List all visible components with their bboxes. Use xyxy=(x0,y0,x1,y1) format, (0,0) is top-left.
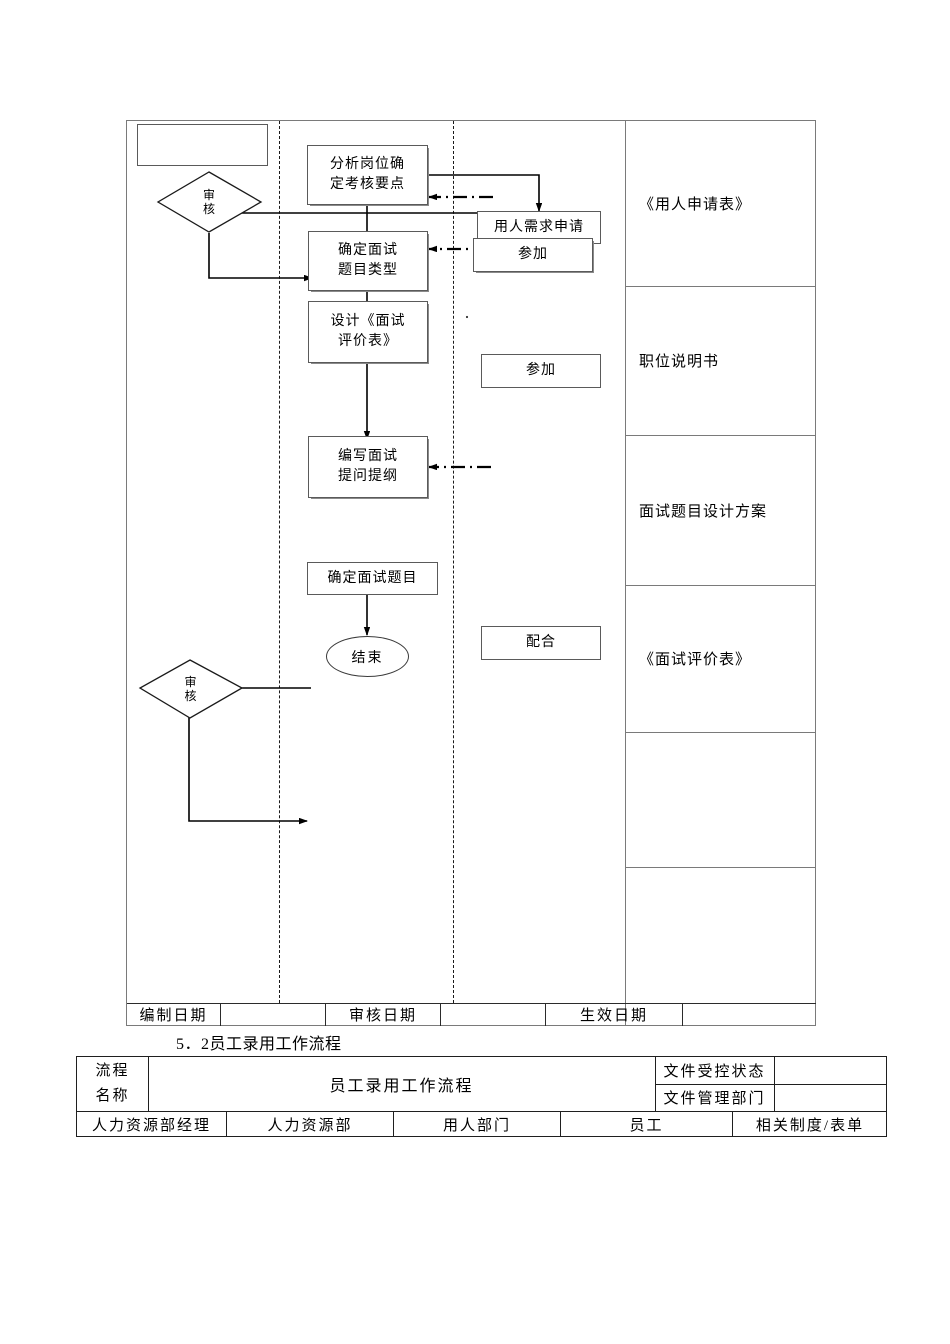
process-question-type-line1: 确定面试 xyxy=(338,243,398,258)
form-cell-4-label: 《面试评价表》 xyxy=(639,652,752,668)
process-analyze-position-line1: 分析岗位确 xyxy=(330,157,405,172)
info-column-hr-dept: 人力资源部 xyxy=(227,1111,394,1137)
info-vline-1 xyxy=(148,1057,149,1111)
process-question-type[interactable]: 确定面试 题目类型 xyxy=(308,231,428,291)
info-process-name: 员工录用工作流程 xyxy=(148,1057,655,1111)
footer-row: 编制日期 审核日期 生效日期 xyxy=(127,1003,816,1026)
section-caption: 5．2员工录用工作流程 xyxy=(176,1036,342,1053)
info-column-hr-manager-text: 人力资源部经理 xyxy=(91,1117,211,1134)
footer-cell-prepare-date-value[interactable] xyxy=(221,1003,326,1026)
info-column-using-dept-text: 用人部门 xyxy=(442,1117,511,1134)
info-control-status-label: 文件受控状态 xyxy=(655,1057,774,1084)
decision-review-2[interactable]: 审 核 xyxy=(138,659,244,719)
footer-review-date-label-text: 审核日期 xyxy=(348,1008,417,1024)
process-attend-1[interactable]: 参加 xyxy=(473,238,593,272)
lane-divider-2 xyxy=(453,121,454,1003)
process-analyze-position[interactable]: 分析岗位确 定考核要点 xyxy=(307,145,428,205)
info-process-label: 流程 名称 xyxy=(77,1057,148,1111)
info-column-related-docs-text: 相关制度/表单 xyxy=(755,1117,865,1134)
info-hline-row xyxy=(77,1111,887,1112)
footer-prepare-date-label-text: 编制日期 xyxy=(139,1008,208,1024)
forms-row-divider-1 xyxy=(625,286,816,287)
process-confirm-questions-label: 确定面试题目 xyxy=(327,570,418,586)
process-confirm-questions[interactable]: 确定面试题目 xyxy=(307,562,438,595)
diamond-shape-2 xyxy=(138,659,244,719)
info-hline-status xyxy=(655,1084,887,1085)
process-design-eval-form-line2: 评价表》 xyxy=(338,334,398,349)
form-cell-1-label: 《用人申请表》 xyxy=(639,197,752,213)
footer-cell-effective-date-label: 生效日期 xyxy=(546,1003,683,1026)
info-control-status-value[interactable] xyxy=(774,1057,887,1084)
info-column-header-row: 人力资源部经理 人力资源部 用人部门 员工 相关制度/表单 xyxy=(77,1111,887,1137)
process-attend-1-label: 参加 xyxy=(518,247,548,262)
form-cell-3: 面试题目设计方案 xyxy=(625,435,816,585)
info-process-label-line1: 流程 xyxy=(95,1063,130,1079)
info-manage-dept-value[interactable] xyxy=(774,1084,887,1111)
terminator-end-label: 结束 xyxy=(351,650,384,666)
footer-effective-date-label-text: 生效日期 xyxy=(579,1008,648,1024)
forms-column-divider xyxy=(625,121,626,1026)
forms-row-divider-3 xyxy=(625,585,816,586)
form-cell-4: 《面试评价表》 xyxy=(625,585,816,732)
form-cell-5 xyxy=(625,732,816,867)
info-column-hr-manager: 人力资源部经理 xyxy=(77,1111,227,1137)
process-write-outline-line2: 提问提纲 xyxy=(338,469,398,484)
process-cooperate-label: 配合 xyxy=(526,635,556,650)
footer-top-border xyxy=(127,1003,816,1004)
lane-divider-1 xyxy=(279,121,280,1003)
form-cell-6 xyxy=(625,867,816,1003)
info-process-name-text: 员工录用工作流程 xyxy=(329,1078,474,1095)
process-analyze-position-line2: 定考核要点 xyxy=(330,177,405,192)
info-column-employee: 员工 xyxy=(561,1111,733,1137)
flowchart-table: 《用人申请表》 职位说明书 面试题目设计方案 《面试评价表》 xyxy=(126,120,816,1026)
decision-review-2-line1: 审 xyxy=(184,675,198,689)
process-attend-2[interactable]: 参加 xyxy=(481,354,601,388)
decision-review-1-line2: 核 xyxy=(202,202,216,216)
info-control-status-label-text: 文件受控状态 xyxy=(663,1064,766,1080)
process-design-eval-form-line1: 设计《面试 xyxy=(330,314,406,329)
info-manage-dept-label-text: 文件管理部门 xyxy=(663,1091,766,1107)
forms-row-divider-4 xyxy=(625,732,816,733)
diamond-shape-1 xyxy=(156,171,263,233)
process-attend-2-label: 参加 xyxy=(526,363,556,378)
decision-review-2-line2: 核 xyxy=(184,689,198,703)
terminator-end[interactable]: 结束 xyxy=(326,636,409,677)
form-cell-2: 职位说明书 xyxy=(625,286,816,435)
process-cooperate[interactable]: 配合 xyxy=(481,626,601,660)
info-column-employee-text: 员工 xyxy=(629,1117,664,1134)
process-question-type-line2: 题目类型 xyxy=(338,263,398,278)
info-column-related-docs: 相关制度/表单 xyxy=(733,1111,887,1137)
process-staffing-request-label: 用人需求申请 xyxy=(494,219,584,235)
footer-cell-effective-date-value[interactable] xyxy=(683,1003,816,1026)
info-manage-dept-label: 文件管理部门 xyxy=(655,1084,774,1111)
info-process-label-line2: 名称 xyxy=(95,1088,130,1104)
decision-review-1[interactable]: 审 核 xyxy=(156,171,263,233)
form-cell-2-label: 职位说明书 xyxy=(639,354,720,370)
footer-cell-prepare-date-label: 编制日期 xyxy=(127,1003,221,1026)
forms-row-divider-5 xyxy=(625,867,816,868)
empty-lane-box xyxy=(137,124,268,166)
decision-review-1-line1: 审 xyxy=(202,188,216,202)
process-info-table: 流程 名称 员工录用工作流程 文件受控状态 文件管理部门 人力资源部经理 人力资… xyxy=(76,1056,887,1137)
form-cell-3-label: 面试题目设计方案 xyxy=(639,503,768,520)
info-column-hr-dept-text: 人力资源部 xyxy=(267,1117,353,1134)
process-write-outline-line1: 编写面试 xyxy=(338,449,398,464)
process-write-outline[interactable]: 编写面试 提问提纲 xyxy=(308,436,428,498)
forms-row-divider-2 xyxy=(625,435,816,436)
info-column-using-dept: 用人部门 xyxy=(394,1111,561,1137)
form-cell-1: 《用人申请表》 xyxy=(625,121,816,286)
footer-cell-review-date-value[interactable] xyxy=(441,1003,546,1026)
process-design-eval-form[interactable]: 设计《面试 评价表》 xyxy=(308,301,428,363)
footer-cell-review-date-label: 审核日期 xyxy=(326,1003,441,1026)
